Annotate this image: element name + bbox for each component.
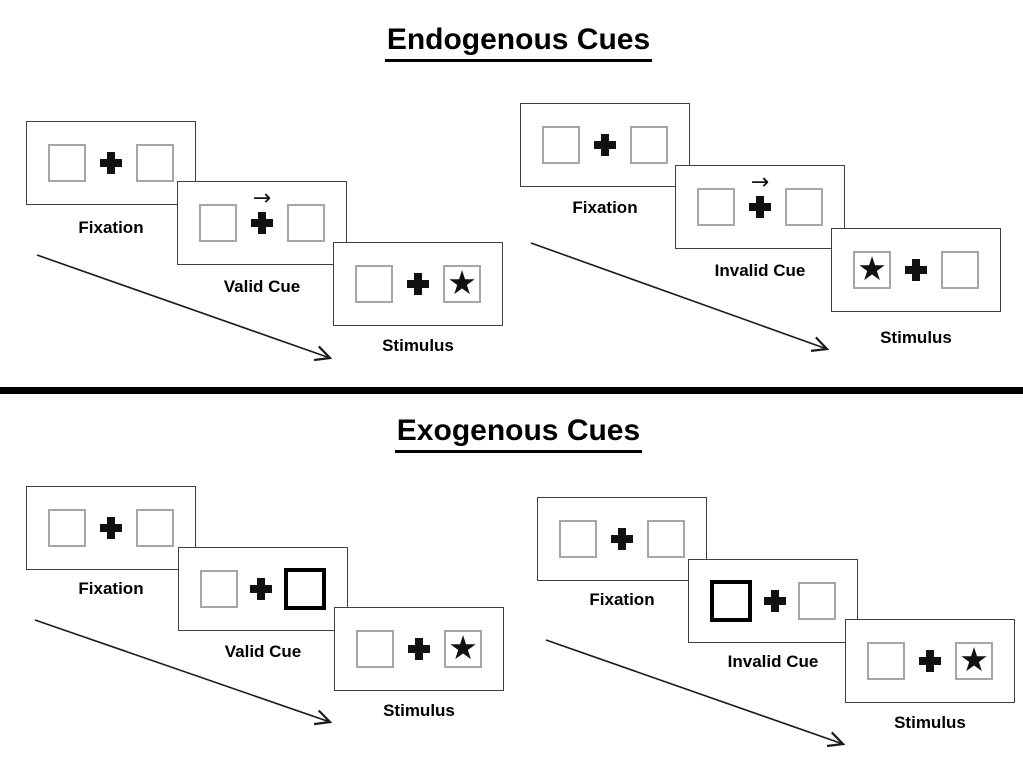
left-box bbox=[697, 188, 735, 226]
fixation-cross bbox=[611, 528, 633, 550]
panel-label-fixation: Fixation bbox=[78, 579, 144, 598]
left-box bbox=[542, 126, 580, 164]
right-box: ★ bbox=[444, 630, 482, 668]
fixation-cross bbox=[594, 134, 616, 156]
left-box bbox=[48, 144, 86, 182]
right-box bbox=[941, 251, 979, 289]
right-box: ★ bbox=[443, 265, 481, 303]
right-box bbox=[630, 126, 668, 164]
target-star-icon: ★ bbox=[857, 249, 887, 288]
panel-label-cue: Invalid Cue bbox=[714, 261, 806, 280]
left-box bbox=[355, 265, 393, 303]
left-box bbox=[559, 520, 597, 558]
section-title-text: Endogenous Cues bbox=[384, 24, 653, 62]
fixation-cross bbox=[749, 196, 771, 218]
stimulus-panel: ★ bbox=[831, 228, 1001, 312]
time-arrow-endogenous-valid bbox=[36, 254, 333, 362]
time-arrow-endogenous-invalid bbox=[530, 242, 830, 353]
fixation-panel bbox=[520, 103, 690, 187]
right-box bbox=[798, 582, 836, 620]
panel-label-stimulus: Stimulus bbox=[383, 701, 455, 720]
stimulus-panel: ★ bbox=[334, 607, 504, 691]
section-title-endogenous: Endogenous Cues bbox=[0, 24, 1023, 62]
fixation-cross bbox=[100, 517, 122, 539]
section-title-exogenous: Exogenous Cues bbox=[0, 415, 1023, 453]
panel-label-stimulus: Stimulus bbox=[894, 713, 966, 732]
fixation-cross bbox=[100, 152, 122, 174]
right-box bbox=[287, 204, 325, 242]
stimulus-panel: ★ bbox=[845, 619, 1015, 703]
right-box: ★ bbox=[955, 642, 993, 680]
fixation-panel bbox=[26, 121, 196, 205]
panel-label-fixation: Fixation bbox=[78, 218, 144, 237]
left-box bbox=[199, 204, 237, 242]
cue-arrow-icon: → bbox=[252, 186, 272, 211]
panel-label-fixation: Fixation bbox=[572, 198, 638, 217]
right-box bbox=[136, 509, 174, 547]
cue-arrow-icon: → bbox=[750, 170, 770, 195]
fixation-cross bbox=[250, 578, 272, 600]
cue-panel: → bbox=[177, 181, 347, 265]
left-box bbox=[200, 570, 238, 608]
left-box bbox=[48, 509, 86, 547]
fixation-cross bbox=[251, 212, 273, 234]
panel-label-cue: Valid Cue bbox=[223, 277, 301, 296]
target-star-icon: ★ bbox=[448, 628, 478, 667]
right-box bbox=[785, 188, 823, 226]
cue-panel: → bbox=[675, 165, 845, 249]
cue-panel bbox=[688, 559, 858, 643]
panel-label-cue: Invalid Cue bbox=[727, 652, 819, 671]
fixation-cross bbox=[905, 259, 927, 281]
section-divider bbox=[0, 387, 1023, 394]
panel-label-stimulus: Stimulus bbox=[382, 336, 454, 355]
fixation-panel bbox=[26, 486, 196, 570]
left-box bbox=[356, 630, 394, 668]
left-box bbox=[867, 642, 905, 680]
fixation-cross bbox=[408, 638, 430, 660]
target-star-icon: ★ bbox=[447, 263, 477, 302]
panel-label-fixation: Fixation bbox=[589, 590, 655, 609]
stimulus-panel: ★ bbox=[333, 242, 503, 326]
cue-panel bbox=[178, 547, 348, 631]
left-box-bold-cue bbox=[710, 580, 752, 622]
left-box: ★ bbox=[853, 251, 891, 289]
time-arrow-exogenous-valid bbox=[34, 619, 333, 726]
panel-label-cue: Valid Cue bbox=[224, 642, 302, 661]
target-star-icon: ★ bbox=[959, 640, 989, 679]
right-box-bold-cue bbox=[284, 568, 326, 610]
right-box bbox=[647, 520, 685, 558]
fixation-cross bbox=[919, 650, 941, 672]
right-box bbox=[136, 144, 174, 182]
fixation-cross bbox=[764, 590, 786, 612]
fixation-panel bbox=[537, 497, 707, 581]
panel-label-stimulus: Stimulus bbox=[880, 328, 952, 347]
section-title-text: Exogenous Cues bbox=[394, 415, 643, 453]
fixation-cross bbox=[407, 273, 429, 295]
